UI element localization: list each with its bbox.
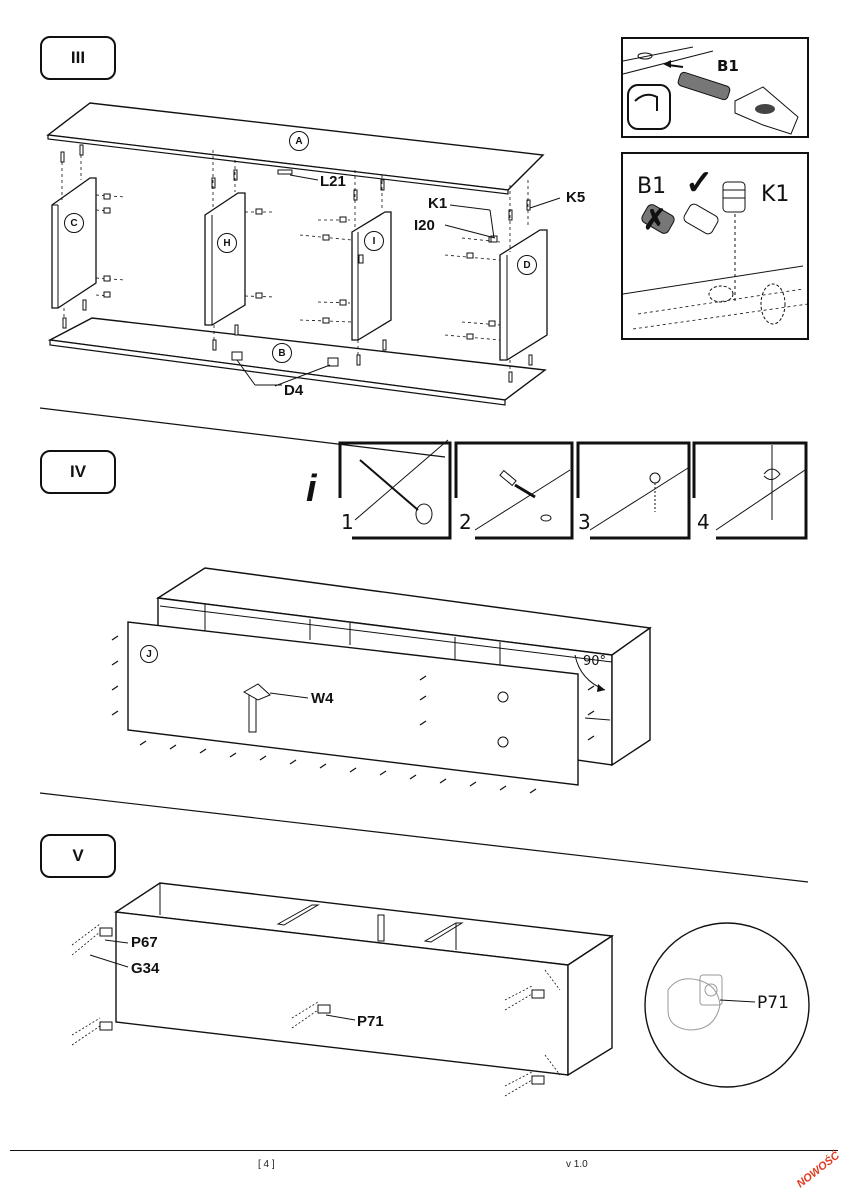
angle-label: 90° [583,654,607,669]
part-label-I20: I20 [414,217,435,234]
cross-icon: ✗ [643,204,667,235]
step-number-4: IV [40,450,116,494]
substep-1: 1 [341,510,354,534]
detail-label-P71: P71 [757,993,789,1013]
substep-4: 4 [697,510,710,534]
panel-I-marker: I [364,231,384,251]
part-label-K5: K5 [566,189,586,206]
panel-J-letter: J [146,648,152,660]
part-label-P71: P71 [357,1013,384,1030]
panel-A-marker: A [289,131,309,151]
panel-H-marker: H [217,233,237,253]
panel-J-marker: J [140,645,158,663]
part-label-L21: L21 [320,173,346,190]
step-number-label: III [70,48,86,67]
panel-A-letter: A [295,135,303,147]
part-label-P67: P67 [131,934,158,951]
panel-D-marker: D [517,255,537,275]
panel-C-letter: C [70,217,78,229]
panel-B-letter: B [278,347,286,359]
part-label-K1: K1 [428,195,448,212]
inset-b1-vs-k1: B1 K1 ✓ ✗ [621,152,809,340]
panel-C-marker: C [64,213,84,233]
part-label-G34: G34 [131,960,160,977]
step-number-5: V [40,834,116,878]
info-icon: i [306,468,317,510]
page-number: [ 4 ] [258,1159,275,1170]
substep-3: 3 [578,510,591,534]
inset-k1-label: K1 [761,182,790,207]
check-icon: ✓ [685,164,714,202]
inset-b1-drawing [622,46,799,135]
tool-label-W4: W4 [311,690,334,707]
step-number-label: IV [69,462,87,481]
panel-B-marker: B [272,343,292,363]
substep-2: 2 [459,510,472,534]
inset-b1-part-label: B1 [717,57,739,75]
part-label-D4: D4 [284,382,304,399]
inset-b1-insertion: B1 [621,37,809,138]
inset-b1-k1-drawing [622,181,809,330]
version-label: v 1.0 [566,1159,588,1170]
panel-I-letter: I [372,235,376,247]
panel-D-letter: D [523,259,531,271]
panel-H-letter: H [223,237,231,249]
step-number-label: V [72,846,84,865]
footer-rule [10,1150,838,1151]
step-number-3: III [40,36,116,80]
inset-b1-label: B1 [637,174,667,199]
